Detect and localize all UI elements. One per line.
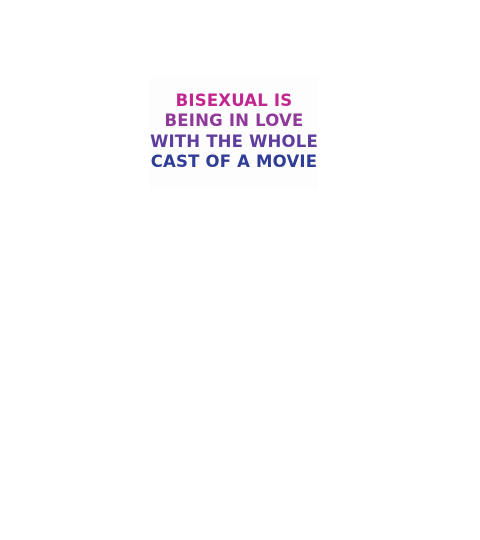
graphic-line-1: BISEXUAL IS	[175, 91, 293, 110]
text-graphic: BISEXUAL IS BEING IN LOVE WITH THE WHOLE…	[150, 76, 318, 190]
graphic-line-2: BEING IN LOVE	[164, 111, 304, 130]
graphic-line-4: CAST OF A MOVIE	[150, 152, 318, 171]
graphic-line-3: WITH THE WHOLE	[150, 132, 318, 151]
